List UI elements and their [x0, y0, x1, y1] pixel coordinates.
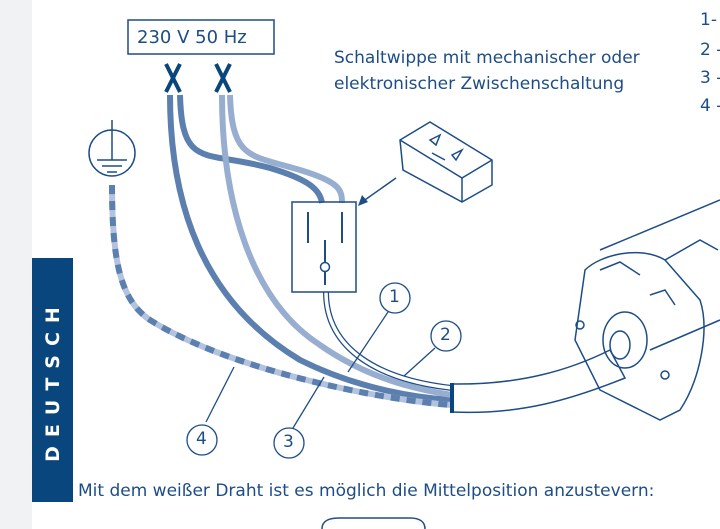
switch-symbol [291, 201, 357, 293]
motor-cable [451, 349, 627, 414]
earth-wire-dashes [109, 184, 453, 408]
supply-box [127, 19, 275, 55]
switch-caption-1: Schaltwippe mit mechanischer oder [334, 48, 640, 68]
legend-4: 4 - [700, 96, 720, 116]
callout-1: 1 [389, 287, 400, 307]
arrow-icon [358, 195, 368, 206]
wire-switch-a [177, 94, 325, 204]
legend-3: 3 - [700, 68, 720, 88]
callout-lines [186, 282, 462, 459]
rocker-switch-icon [399, 121, 493, 203]
wire-3 [167, 94, 453, 403]
language-tab: DEUTSCH [32, 258, 73, 502]
callout-3: 3 [283, 432, 294, 452]
wire-switch-b [227, 94, 345, 204]
bottom-instruction: Mit dem weißer Draht ist es möglich die … [78, 481, 655, 501]
wire-twist-icon [164, 63, 232, 93]
motor-head [574, 199, 720, 421]
earth-ground-icon [88, 120, 136, 177]
callout-4: 4 [196, 429, 207, 449]
wire-2 [324, 291, 453, 390]
wire-1 [219, 94, 453, 398]
legend-2: 2 - [700, 40, 720, 60]
page-margin [0, 0, 32, 529]
supply-label: 230 V 50 Hz [137, 27, 247, 48]
switch-caption-2: elektronischer Zwischenschaltung [334, 74, 625, 94]
next-diagram [321, 517, 426, 529]
legend-1: 1- [700, 10, 717, 30]
callout-2: 2 [440, 325, 451, 345]
